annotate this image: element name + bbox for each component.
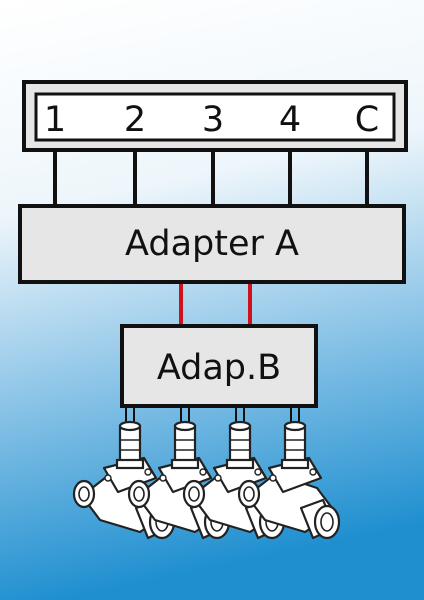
terminal-label-4: 4 (279, 100, 301, 140)
solenoid-valve-icon (237, 420, 341, 540)
valve-leads (125, 406, 300, 424)
adapter-a-box: Adapter A (18, 204, 406, 284)
valves-group (72, 420, 341, 540)
terminal-label-c: C (355, 100, 379, 140)
controller-box: 1 2 3 4 C (22, 80, 408, 152)
red-wires (179, 282, 252, 326)
adapter-a-label: Adapter A (125, 224, 299, 264)
terminal-label-3: 3 (202, 100, 224, 140)
adapter-b-box: Adap.B (120, 324, 318, 408)
terminal-label-1: 1 (44, 100, 66, 140)
terminal-label-2: 2 (124, 100, 146, 140)
controller-wires (53, 150, 369, 206)
adapter-b-label: Adap.B (157, 348, 281, 388)
